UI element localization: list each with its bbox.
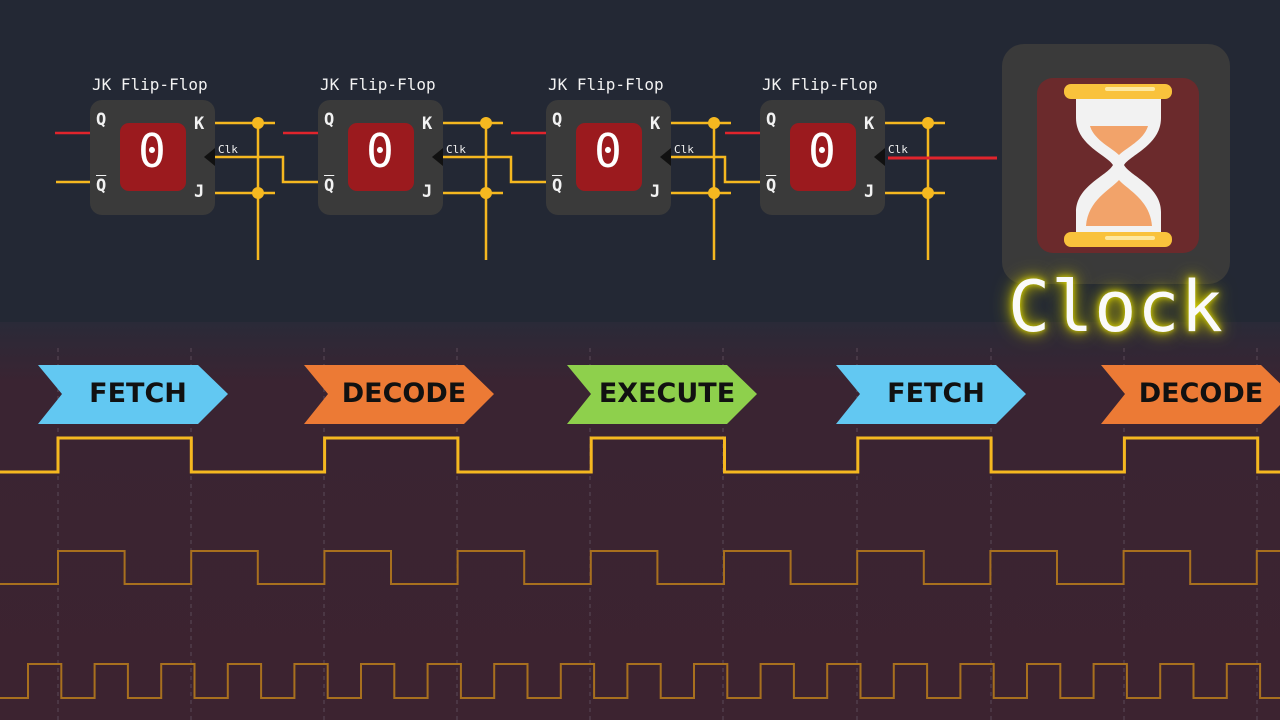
stage-arrow xyxy=(304,365,494,424)
pin-qbar: Q xyxy=(324,176,335,196)
stage-label: DECODE xyxy=(341,378,467,409)
clock-triangle xyxy=(660,148,671,166)
flip-flop-title: JK Flip-Flop xyxy=(762,75,878,94)
fast-clock-waveform xyxy=(0,663,1280,699)
flip-flop-title: JK Flip-Flop xyxy=(92,75,208,94)
stage-arrow xyxy=(567,365,757,424)
pin-qbar: Q xyxy=(96,176,107,196)
clock-title: Clock xyxy=(1008,266,1224,348)
pin-qbar: Q xyxy=(552,176,563,196)
pipeline-stages xyxy=(38,365,1280,424)
stage-label: FETCH xyxy=(887,378,985,409)
pin-k: K xyxy=(864,114,875,134)
flip-flop-title: JK Flip-Flop xyxy=(320,75,436,94)
clock-waveforms xyxy=(0,436,1280,699)
pin-clk: Clk xyxy=(674,143,694,156)
stage-arrow xyxy=(1101,365,1280,424)
hourglass-icon xyxy=(1002,44,1230,284)
main-clock-waveform xyxy=(0,436,1280,474)
pin-q: Q xyxy=(96,110,107,130)
pin-clk: Clk xyxy=(888,143,908,156)
ripple-connection-wire xyxy=(213,155,318,184)
pin-j: J xyxy=(650,182,661,202)
pin-clk: Clk xyxy=(218,143,238,156)
flip-flop-state-box xyxy=(576,123,642,191)
clock-triangle xyxy=(432,148,443,166)
pin-clk: Clk xyxy=(446,143,466,156)
junction-dot xyxy=(922,187,934,199)
flip-flop-title: JK Flip-Flop xyxy=(548,75,664,94)
clock-triangle xyxy=(874,148,885,166)
stage-label: FETCH xyxy=(89,378,187,409)
stage-label: DECODE xyxy=(1138,378,1264,409)
stage-arrow xyxy=(38,365,228,424)
ripple-connection-wire xyxy=(441,155,546,184)
junction-dot xyxy=(708,117,720,129)
junction-dot xyxy=(252,117,264,129)
timing-gridlines xyxy=(57,348,1258,720)
flip-flop-chain xyxy=(90,100,885,215)
pin-j: J xyxy=(422,182,433,202)
flip-flop-state: 0 xyxy=(808,124,836,178)
pin-q: Q xyxy=(552,110,563,130)
pin-qbar: Q xyxy=(766,176,777,196)
flip-flop-state-box xyxy=(120,123,186,191)
pin-k: K xyxy=(194,114,205,134)
pin-q: Q xyxy=(766,110,777,130)
pin-q: Q xyxy=(324,110,335,130)
junction-dot xyxy=(480,187,492,199)
clock-triangle xyxy=(204,148,215,166)
divided-clock-waveform xyxy=(0,550,1280,585)
pin-j: J xyxy=(194,182,205,202)
pin-j: J xyxy=(864,182,875,202)
stage-arrow xyxy=(836,365,1026,424)
junction-dot xyxy=(480,117,492,129)
stage-label: EXECUTE xyxy=(598,378,736,409)
flip-flop-state: 0 xyxy=(138,124,166,178)
junction-dot xyxy=(252,187,264,199)
flip-flop-state: 0 xyxy=(366,124,394,178)
flip-flop-state-box xyxy=(348,123,414,191)
ripple-connection-wire xyxy=(669,155,760,184)
flip-flop-state-box xyxy=(790,123,856,191)
flip-flop-state: 0 xyxy=(594,124,622,178)
pin-k: K xyxy=(422,114,433,134)
junction-dot xyxy=(708,187,720,199)
junction-dot xyxy=(922,117,934,129)
wiring xyxy=(55,117,945,260)
pin-k: K xyxy=(650,114,661,134)
